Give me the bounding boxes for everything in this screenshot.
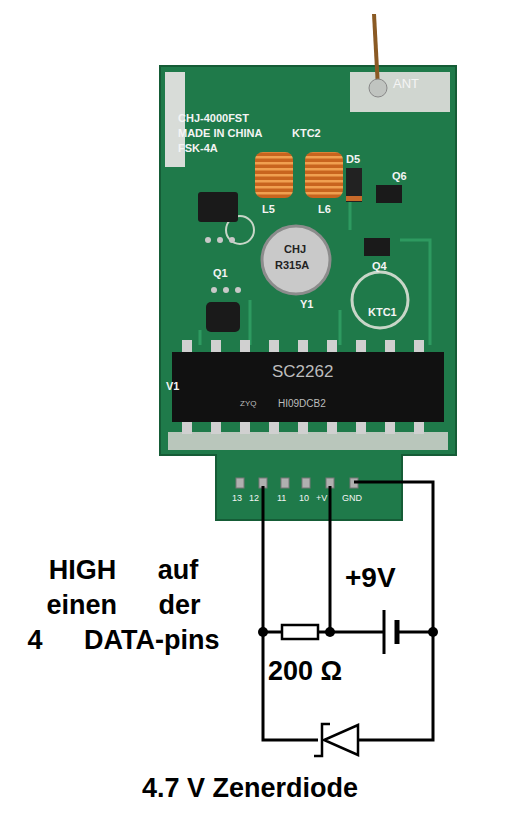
transistor-q6 xyxy=(376,185,402,203)
part-name: Q1 xyxy=(213,267,228,279)
zener-diode-symbol xyxy=(324,725,358,755)
antenna-label: ANT xyxy=(393,77,419,91)
board-label: FSK-4A xyxy=(178,142,218,154)
copper-area xyxy=(168,432,448,450)
part-name: Y1 xyxy=(300,298,313,310)
battery-plate xyxy=(383,610,386,654)
pin-label: 11 xyxy=(277,494,286,504)
diode-band xyxy=(346,196,362,201)
chip-marking: SC2262 xyxy=(272,363,333,382)
zener-bar xyxy=(314,724,330,756)
note-text: HIGH auf einen der 4 DATA-pins xyxy=(22,553,225,658)
board-label: CHJ-4000FST xyxy=(178,112,249,124)
pin-label: GND xyxy=(342,494,362,504)
diode-label: 4.7 V Zenerdiode xyxy=(142,774,358,804)
part-name: KTC1 xyxy=(368,306,397,318)
part-name: Q6 xyxy=(392,170,407,182)
part-name: Q4 xyxy=(372,260,387,272)
antenna-pad xyxy=(369,79,387,97)
component xyxy=(198,192,238,222)
pin-label: 12 xyxy=(249,494,259,504)
part-name: D5 xyxy=(346,153,360,165)
wires xyxy=(263,482,433,740)
ic-chip xyxy=(172,352,444,422)
pin-label: +V xyxy=(316,494,327,504)
resistor-value: 200 Ω xyxy=(268,657,342,687)
chip-marking: HI09DCB2 xyxy=(278,398,326,409)
pcb-board xyxy=(160,66,456,520)
part-name: L6 xyxy=(318,203,331,215)
header-pins xyxy=(236,478,358,488)
antenna-wire xyxy=(374,14,378,88)
pin-label: 13 xyxy=(232,494,242,504)
part-name: V1 xyxy=(166,380,179,392)
battery-plate xyxy=(395,620,400,644)
pin-label: 10 xyxy=(299,494,309,504)
part-marking: CHJ xyxy=(284,243,306,255)
coil-l6 xyxy=(305,152,343,198)
transistor-q1 xyxy=(206,302,240,332)
board-label: KTC2 xyxy=(292,127,321,139)
diode-d5 xyxy=(346,168,362,202)
coil-l5 xyxy=(255,152,293,198)
silkscreen-circle xyxy=(352,272,408,328)
transistor-q4 xyxy=(364,238,390,256)
part-name: L5 xyxy=(262,203,275,215)
board-label: MADE IN CHINA xyxy=(178,127,262,139)
resistor-symbol xyxy=(282,625,318,639)
copper-area xyxy=(350,72,450,112)
saw-resonator xyxy=(262,226,330,294)
chip-marking: ZYQ xyxy=(240,400,256,409)
voltage-label: +9V xyxy=(345,563,396,594)
part-marking: R315A xyxy=(275,259,309,271)
